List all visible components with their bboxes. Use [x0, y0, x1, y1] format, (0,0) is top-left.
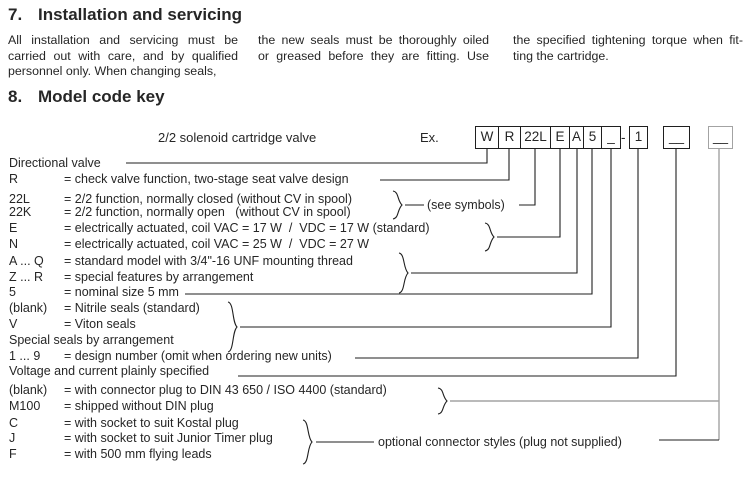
code-row-j: J = with socket to suit Junior Timer plug	[9, 430, 273, 446]
code-row-din-blank: (blank) = with connector plug to DIN 43 6…	[9, 382, 387, 398]
model-code-box-strip: W R 22L E A 5 _	[475, 126, 621, 149]
row-desc: = 2/2 function, normally open (without C…	[64, 205, 351, 219]
row-label: 22K	[9, 205, 32, 219]
row-label: E	[9, 221, 18, 235]
row-desc: = 2/2 function, normally closed (without…	[64, 192, 352, 206]
body-line: or greased before they are fitting. Use	[258, 48, 489, 63]
code-box-connector: __	[708, 126, 733, 149]
row-desc: = check valve function, two-stage seat v…	[64, 172, 349, 186]
code-row-f: F = with 500 mm flying leads	[9, 446, 212, 462]
row-label: 22L	[9, 192, 30, 206]
row-label: V	[9, 317, 18, 331]
code-row-r: R = check valve function, two-stage seat …	[9, 171, 349, 187]
row-label: 5	[9, 285, 16, 299]
row-desc: = with 500 mm flying leads	[64, 447, 212, 461]
optional-connector-annotation: optional connector styles (plug not supp…	[378, 435, 622, 449]
row-desc: = shipped without DIN plug	[64, 399, 214, 413]
row-label: J	[9, 431, 16, 445]
body-line: personnel only. When changing seals,	[8, 64, 217, 79]
row-label: (blank)	[9, 383, 48, 397]
row-label: (blank)	[9, 301, 48, 315]
section7-column-2: the new seals must be thoroughly oiled o…	[258, 33, 489, 64]
row-label: Voltage and current plainly specified	[9, 364, 210, 378]
row-label: C	[9, 416, 19, 430]
code-row-5: 5 = nominal size 5 mm	[9, 284, 179, 300]
code-row-n: N = electrically actuated, coil VAC = 25 …	[9, 236, 369, 252]
section7-number: 7.	[8, 5, 23, 24]
row-label: R	[9, 172, 19, 186]
row-desc: = standard model with 3/4"-16 UNF mounti…	[64, 254, 353, 268]
code-row-m100: M100 = shipped without DIN plug	[9, 398, 214, 414]
example-label: Ex.	[420, 130, 439, 145]
code-box-5: 5	[584, 126, 602, 149]
code-box-a: A	[570, 126, 584, 149]
code-row-c: C = with socket to suit Kostal plug	[9, 415, 239, 431]
row-desc: = Viton seals	[64, 317, 136, 331]
code-box-seal-blank: _	[602, 126, 621, 149]
code-row-voltage-current: Voltage and current plainly specified	[9, 363, 210, 379]
code-description-label: 2/2 solenoid cartridge valve	[158, 130, 317, 145]
row-desc: = design number (omit when ordering new …	[64, 349, 332, 363]
row-desc: = with socket to suit Junior Timer plug	[64, 431, 273, 445]
code-row-directional-valve: Directional valve	[9, 155, 101, 171]
code-row-aq: A ... Q = standard model with 3/4"-16 UNF…	[9, 253, 353, 269]
code-row-v: V = Viton seals	[9, 316, 136, 332]
code-row-zr: Z ... R = special features by arrangement	[9, 269, 253, 285]
section7-title: Installation and servicing	[38, 5, 243, 24]
code-box-22l: 22L	[521, 126, 551, 149]
section7-heading: 7. Installation and servicing	[8, 5, 242, 25]
body-line: carried out with care, and by qualified	[8, 48, 238, 63]
row-desc: = with connector plug to DIN 43 650 / IS…	[64, 383, 387, 397]
section7-column-3: the specified tightening torque when fit…	[513, 33, 743, 64]
section8-heading: 8. Model code key	[8, 87, 165, 107]
row-desc: = electrically actuated, coil VAC = 17 W…	[64, 221, 430, 235]
section8-number: 8.	[8, 87, 23, 106]
line-directional-valve	[126, 149, 488, 164]
line-design-number	[355, 149, 639, 359]
body-line: the new seals must be thoroughly oiled	[258, 33, 489, 47]
row-desc: = Nitrile seals (standard)	[64, 301, 200, 315]
code-row-e: E = electrically actuated, coil VAC = 17 …	[9, 220, 430, 236]
body-line: the specified tightening torque when fit…	[513, 33, 743, 47]
body-line: ting the cartridge.	[513, 48, 609, 63]
row-label: Directional valve	[9, 156, 101, 170]
code-box-design-number: 1	[629, 126, 648, 149]
code-separator-dash: -	[621, 130, 626, 145]
code-row-22k: 22K = 2/2 function, normally open (withou…	[9, 204, 351, 220]
row-label: M100	[9, 399, 41, 413]
brace-din-plug	[437, 149, 720, 440]
row-label: F	[9, 447, 17, 461]
see-symbols-annotation: (see symbols)	[427, 198, 505, 212]
row-label: A ... Q	[9, 254, 44, 268]
row-desc: = with socket to suit Kostal plug	[64, 416, 239, 430]
row-label: Special seals by arrangement	[9, 333, 174, 347]
code-box-e: E	[551, 126, 570, 149]
code-row-special-seals: Special seals by arrangement	[9, 332, 174, 348]
body-line: All installation and servicing must be	[8, 33, 238, 47]
row-desc: = nominal size 5 mm	[64, 285, 179, 299]
section7-column-1: All installation and servicing must be c…	[8, 33, 238, 80]
row-desc: = special features by arrangement	[64, 270, 254, 284]
row-label: 1 ... 9	[9, 349, 41, 363]
line-check-valve	[380, 149, 510, 181]
code-box-voltage: __	[663, 126, 690, 149]
row-label: Z ... R	[9, 270, 44, 284]
row-desc: = electrically actuated, coil VAC = 25 W…	[64, 237, 370, 251]
section8-title: Model code key	[38, 87, 165, 106]
code-box-w: W	[475, 126, 499, 149]
code-row-seal-blank: (blank) = Nitrile seals (standard)	[9, 300, 200, 316]
row-label: N	[9, 237, 19, 251]
code-box-r: R	[499, 126, 521, 149]
code-row-design-number: 1 ... 9 = design number (omit when orderi…	[9, 348, 332, 364]
code-row-22l: 22L = 2/2 function, normally closed (with…	[9, 191, 352, 207]
